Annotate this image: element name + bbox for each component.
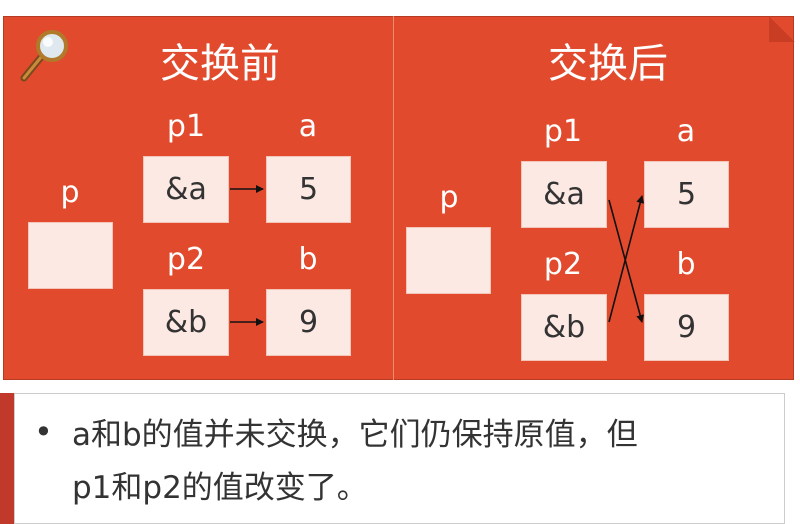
before-title: 交换前 <box>160 41 280 87</box>
after-p-label: p <box>439 180 459 215</box>
after-p2-label: p2 <box>543 247 583 282</box>
before-p1-label: p1 <box>166 109 206 144</box>
before-b-value: 9 <box>298 305 319 340</box>
after-p2-box: &b <box>521 294 607 361</box>
before-p2-value: &b <box>164 305 208 340</box>
after-p-box <box>406 227 491 294</box>
after-b-value: 9 <box>676 310 697 345</box>
after-p1-value: &a <box>543 177 585 212</box>
before-p-box <box>28 222 113 289</box>
after-p2-value: &b <box>542 310 586 345</box>
note-line-1: a和b的值并未交换，它们仍保持原值，但 <box>72 417 638 453</box>
before-p1-box: &a <box>143 156 229 223</box>
before-p2-box: &b <box>143 289 229 356</box>
note-box <box>14 393 785 524</box>
before-a-label: a <box>298 109 318 144</box>
before-b-box: 9 <box>266 289 351 356</box>
after-p1-label: p1 <box>543 114 583 149</box>
page-fold-corner <box>769 16 795 42</box>
before-b-label: b <box>298 242 318 277</box>
after-title: 交换后 <box>548 41 668 87</box>
before-a-value: 5 <box>298 172 319 207</box>
after-b-label: b <box>676 247 696 282</box>
before-a-box: 5 <box>266 156 351 223</box>
after-p1-box: &a <box>521 161 607 228</box>
before-p2-label: p2 <box>166 242 206 277</box>
after-b-box: 9 <box>644 294 729 361</box>
note-bullet: • <box>34 413 53 451</box>
magnifier-icon <box>20 30 68 82</box>
after-a-value: 5 <box>676 177 697 212</box>
after-a-box: 5 <box>644 161 729 228</box>
after-a-label: a <box>676 114 696 149</box>
before-p1-value: &a <box>165 172 207 207</box>
note-line-2: p1和p2的值改变了。 <box>72 470 368 506</box>
panel-divider <box>393 16 394 380</box>
before-p-label: p <box>60 175 80 210</box>
